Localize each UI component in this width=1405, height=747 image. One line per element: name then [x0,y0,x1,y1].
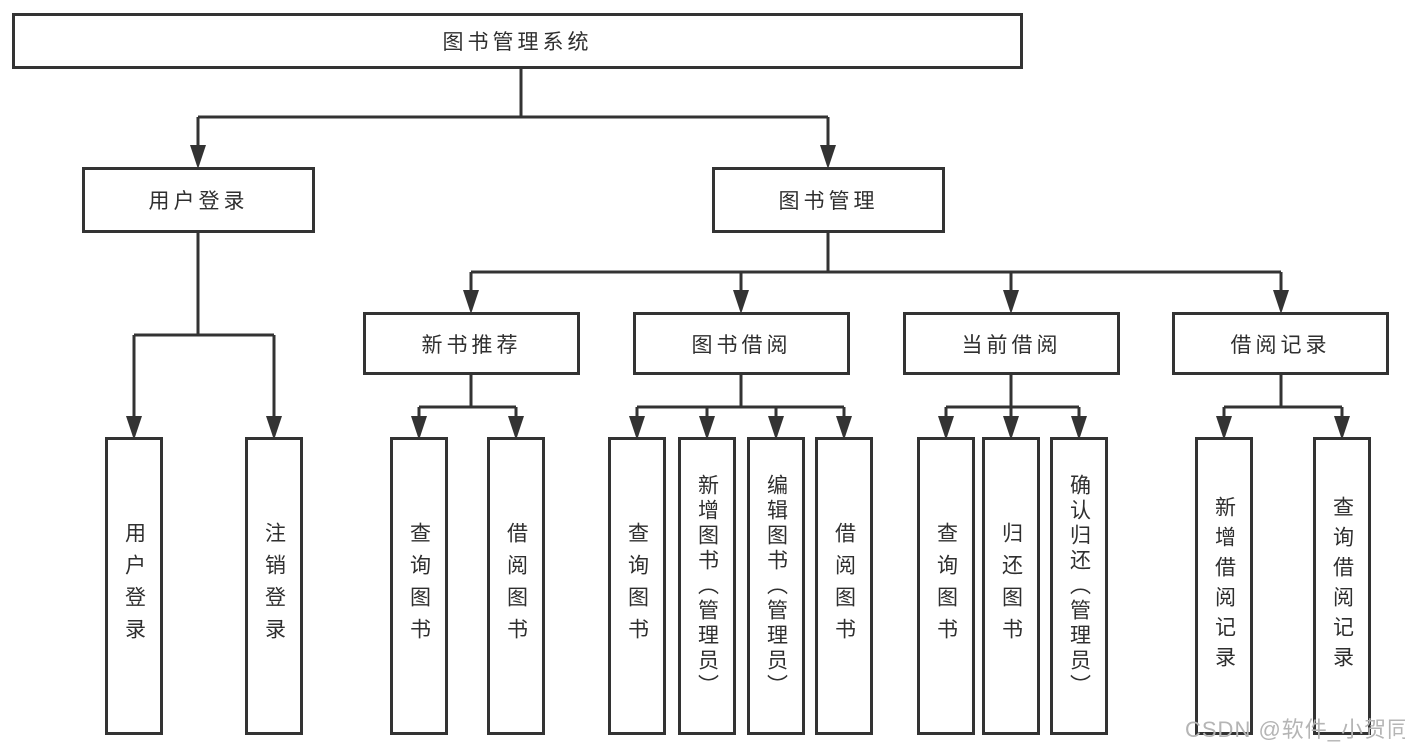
node-label: 图书管理 [778,190,879,213]
leaf-add-book-admin: 新增图书（管理员） [678,437,736,735]
node-label: 借阅图书 [832,522,856,650]
node-user-login: 用户登录 [82,167,315,233]
leaf-query-books-current: 查询图书 [917,437,975,735]
node-label: 图书借阅 [691,333,792,357]
node-borrow-records: 借阅记录 [1172,312,1389,375]
node-label: 查询借阅记录 [1330,496,1354,676]
leaf-query-borrow-record: 查询借阅记录 [1313,437,1371,735]
leaf-edit-book-admin: 编辑图书（管理员） [747,437,805,735]
node-label: 借阅图书 [504,522,528,650]
leaf-return-book: 归还图书 [982,437,1040,735]
node-label: 确认归还（管理员） [1067,473,1091,699]
node-new-book-recommend: 新书推荐 [363,312,580,375]
node-label: 图书管理系统 [442,31,593,54]
node-label: 用户登录 [148,190,249,213]
leaf-borrow-books: 借阅图书 [815,437,873,735]
leaf-borrow-books-recommend: 借阅图书 [487,437,545,735]
node-label: 新增图书（管理员） [695,473,719,699]
leaf-confirm-return-admin: 确认归还（管理员） [1050,437,1108,735]
node-book-management: 图书管理 [712,167,945,233]
node-library-system: 图书管理系统 [12,13,1023,69]
node-label: 新增借阅记录 [1212,496,1236,676]
leaf-add-borrow-record: 新增借阅记录 [1195,437,1253,735]
node-current-borrow: 当前借阅 [903,312,1120,375]
leaf-query-books-recommend: 查询图书 [390,437,448,735]
node-label: 归还图书 [999,522,1023,650]
node-label: 当前借阅 [961,333,1062,357]
leaf-user-login: 用户登录 [105,437,163,735]
node-label: 查询图书 [934,522,958,650]
node-label: 编辑图书（管理员） [764,473,788,699]
node-label: 新书推荐 [421,333,522,357]
node-label: 查询图书 [625,522,649,650]
node-label: 查询图书 [407,522,431,650]
csdn-watermark: CSDN @软件_小贺同学 [1185,717,1405,742]
node-label: 用户登录 [122,522,146,650]
leaf-logout: 注销登录 [245,437,303,735]
node-book-borrow: 图书借阅 [633,312,850,375]
node-label: 借阅记录 [1230,333,1331,357]
leaf-query-books-borrow: 查询图书 [608,437,666,735]
node-label: 注销登录 [262,522,286,650]
